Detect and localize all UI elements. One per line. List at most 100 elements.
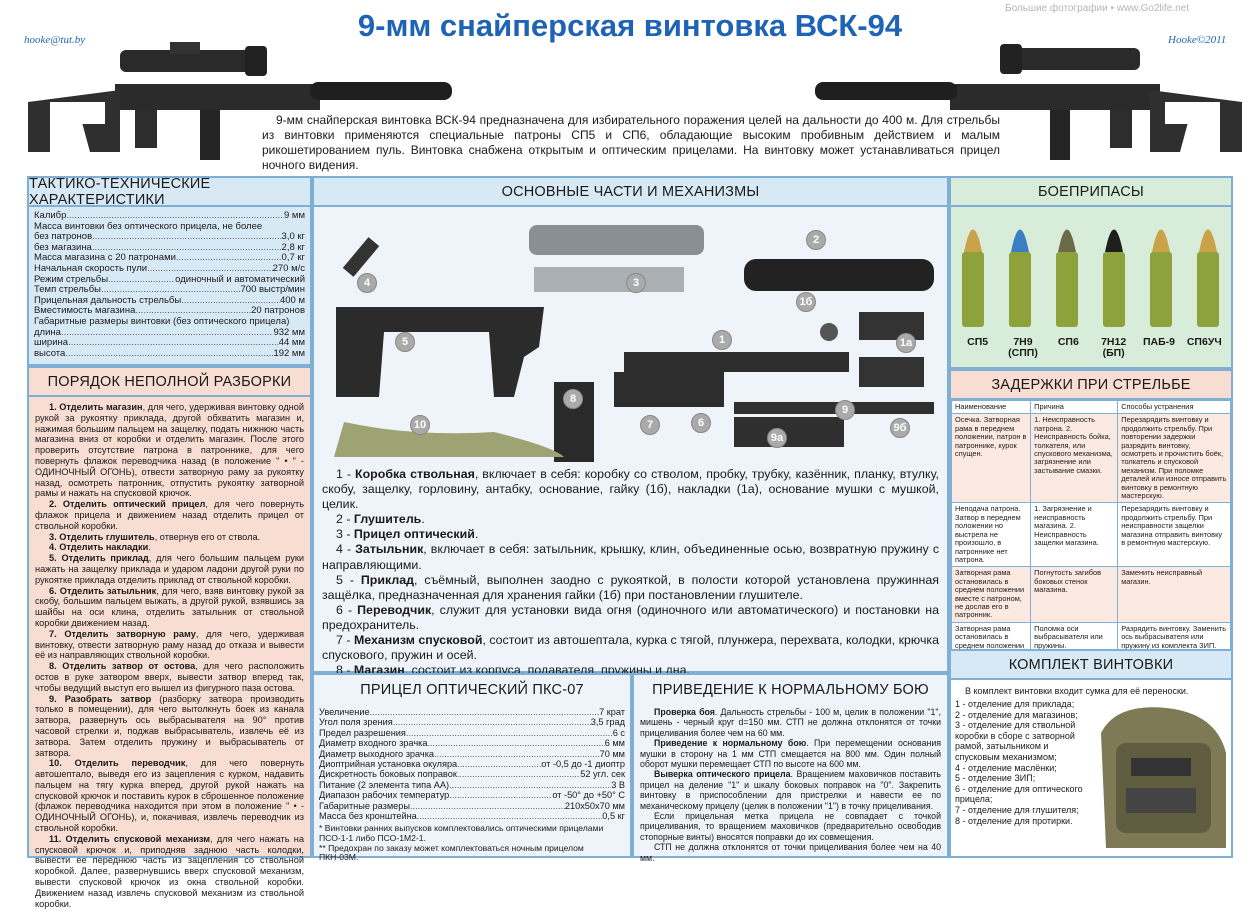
ttx-spec-row: Вместимость магазина20 патронов [34,306,305,317]
spec-label: без магазина [34,242,92,253]
zeroing-item: Если прицельная метка прицела не совпада… [640,811,941,842]
item-heading: 11. Отделить спусковой механизм [49,833,211,844]
spec-value: 400 м [279,295,305,306]
spec-dots [147,264,273,275]
item-text: , включает в себя: коробку со стволом, п… [322,467,939,512]
zeroing-item: Приведение к нормальному бою. При переме… [640,738,941,769]
item-heading: 10. Отделить переводчик [49,758,186,769]
zeroing-item: Проверка боя. Дальность стрельбы - 100 м… [640,707,941,738]
delays-row: Затворная рама остановилась в среднем по… [950,566,1231,623]
part-item: 3 - Прицел оптический. [322,527,939,542]
parts-panel: ОСНОВНЫЕ ЧАСТИ И МЕХАНИЗМЫ 1 - Коробка с… [312,176,949,707]
spec-label: без патронов [34,232,93,243]
spec-value: 20 патронов [251,306,305,317]
parts-illustration [334,225,934,467]
spec-label: Увеличение [319,707,370,717]
part-number-label: 10 [410,415,430,435]
ttx-spec-row: ширина44 мм [34,338,305,349]
part-number-label: 1 [712,330,732,350]
item-heading: 2. Отделить оптический прицел [49,499,206,510]
spec-value: 192 мм [273,348,305,359]
ttx-spec-row: без патронов3,0 кг [34,232,305,243]
spec-label: Диаметр входного зрачка [319,738,428,749]
spec-value: 52 угл. сек [580,769,625,780]
part-item: 4 - Затыльник, включает в себя: затыльни… [322,542,939,572]
zeroing-text: Проверка боя. Дальность стрельбы - 100 м… [634,704,947,866]
spec-value: 700 выстр/мин [240,285,305,296]
spec-dots [92,243,282,254]
disassembly-step: 11. Отделить спусковой механизм, для чег… [35,834,304,910]
spec-label: длина [34,327,61,338]
item-text: , для чего большим пальцем руки нажать н… [35,553,305,585]
item-text: , служит для установки вида огня (одиноч… [322,602,939,632]
kit-item: 3 - отделение для ствольной коробки в сб… [955,720,1076,762]
ttx-spec-row: Темп стрельбы700 выстр/мин [34,285,305,296]
spec-dots [181,296,280,307]
delays-cell: Неподача патрона. Затвор в переднем поло… [950,502,1032,568]
scope-spec-row: Диапазон рабочих температурот -50° до +5… [319,790,625,800]
item-heading: Выверка оптического прицела [654,769,791,780]
item-heading: 4. Отделить накладки [49,542,149,553]
disassembly-step: 7. Отделить затворную раму, для чего, уд… [35,629,304,661]
part-number-label: 8 [563,389,583,409]
part-number-label: 1б [796,292,816,312]
scope-title: ПРИЦЕЛ ОПТИЧЕСКИЙ ПКС-07 [360,681,584,698]
kit-item: 8 - отделение для протирки. [955,815,1073,826]
item-number: 4 - [336,542,356,557]
item-heading: Затыльник [355,542,424,557]
disassembly-panel: ПОРЯДОК НЕПОЛНОЙ РАЗБОРКИ 1. Отделить ма… [27,366,312,909]
spec-value: 210х50х70 мм [564,800,625,811]
delays-cell: Перезарядить винтовку и продолжить стрел… [1117,413,1231,504]
kit-bag-image [1101,707,1226,848]
spec-value: от -0,5 до -1 диоптр [541,759,625,770]
spec-dots [135,306,251,317]
ttx-title: ТАКТИКО-ТЕХНИЧЕСКИЕ ХАРАКТЕРИСТИКИ [29,176,310,208]
spec-dots [101,285,241,296]
delays-cell: 1. Загрязнение и неисправность магазина.… [1030,502,1119,568]
ttx-panel: ТАКТИКО-ТЕХНИЧЕСКИЕ ХАРАКТЕРИСТИКИ Калиб… [27,176,312,366]
zeroing-item: Выверка оптического прицела. Вращением м… [640,769,941,811]
scope-spec-row: Диаметр выходного зрачка70 мм [319,749,625,759]
delays-cell: Погнутость загибов боковых стенок магази… [1030,566,1119,623]
item-heading: 3. Отделить глушитель [49,531,155,542]
spec-dots [410,801,565,811]
disassembly-step: 9. Разобрать затвор (разборку затвора пр… [35,694,304,759]
ammo-title: БОЕПРИПАСЫ [951,178,1231,207]
ammo-label: СП6 [1057,336,1079,348]
delays-header-cell: Наименование [950,399,1032,415]
spec-label: Масса без кронштейна [319,811,417,822]
scope-note-1: * Винтовки ранних выпусков комплектовали… [319,823,604,844]
cartridge [1009,229,1031,327]
spec-dots [370,707,599,717]
kit-panel: КОМПЛЕКТ ВИНТОВКИ В комплект винтовки вх… [949,649,1233,858]
item-text: , для чего повернуть флажок прицела и дв… [35,499,304,531]
item-text: . Дальность стрельбы - 100 м, целик в по… [640,707,941,738]
spec-dots [406,728,613,738]
disassembly-step: 2. Отделить оптический прицел, для чего … [35,499,304,531]
delays-header-cell: Способы устранения [1117,399,1231,415]
ttx-spec-row: Масса винтовки без оптического прицела, … [34,222,305,233]
scope-spec-row: Диаметр входного зрачка6 мм [319,738,625,748]
ttx-spec-row: без магазина2,8 кг [34,243,305,254]
item-heading: 7. Отделить затворную раму [49,628,196,639]
spec-value: 9 мм [284,211,305,221]
rifle-left-image [28,42,452,160]
part-number-label: 3 [626,273,646,293]
item-text: (разборку затвора производить только в п… [35,693,304,758]
item-text: , отвернув его от ствола. [154,531,261,542]
part-number-label: 4 [357,273,377,293]
spec-value: 0,7 кг [281,253,305,264]
item-heading: Приклад [360,572,414,587]
part-number-label: 6 [691,413,711,433]
spec-dots [427,738,604,748]
spec-label: Габаритные размеры винтовки (без оптичес… [34,316,290,327]
cartridge [1150,229,1172,327]
part-item: 5 - Приклад, съёмный, выполнен заодно с … [322,573,939,603]
spec-value: 44 мм [278,338,305,349]
cartridge [1197,229,1219,327]
part-number-label: 2 [806,230,826,250]
